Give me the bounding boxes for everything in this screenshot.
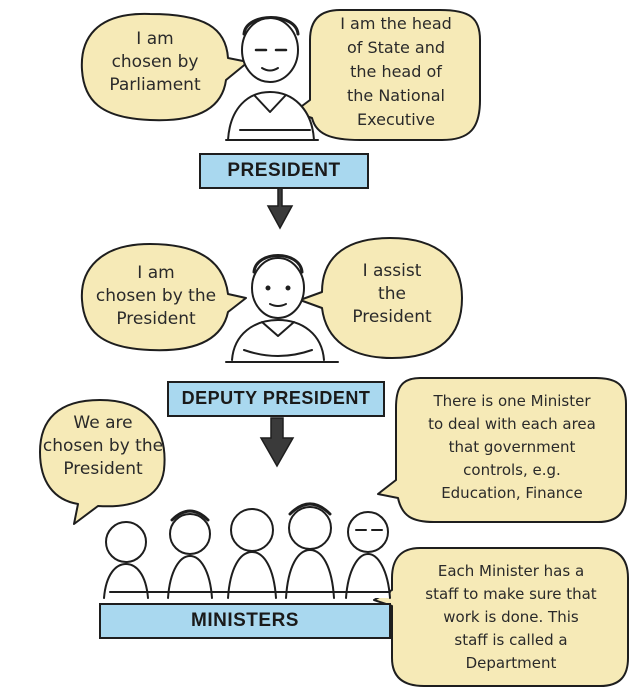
arrow-president-to-deputy [266,187,294,230]
bubble-president-right-text: I am the head of State and the head of t… [312,12,480,132]
ministers-label: MINISTERS [191,610,299,631]
bubble-ministers-right-bottom-text: Each Minister has a staff to make sure t… [394,560,628,675]
deputy-president-label: DEPUTY PRESIDENT [181,388,371,408]
bubble-ministers-left [39,399,166,525]
bubble-line: the head of [350,62,442,81]
bubble-line: President [116,309,196,329]
bubble-line: Each Minister has a [437,562,585,580]
bubble-deputy-left [80,243,247,352]
bubble-line: We are [73,413,133,433]
bubble-ministers-right-top-text: There is one Minister to deal with each … [398,390,626,505]
bubble-line: to deal with each area [428,415,596,433]
bubble-president-left [80,12,249,122]
bubble-deputy-right-text: I assist the President [330,260,454,329]
deputy-president-figure [225,254,339,363]
ministers-label-box [99,603,391,639]
bubble-line: chosen by [111,52,199,72]
bubble-line: the National [346,86,445,105]
bubble-line: controls, e.g. [463,461,561,479]
bubble-line: the [378,284,406,304]
bubble-line: Parliament [109,75,201,95]
arrows [259,187,295,468]
president-label-box [199,153,369,189]
bubble-line: Executive [357,110,435,129]
bubble-line: of State and [346,38,446,57]
bubble-line: I am [136,29,174,49]
bubble-line: staff to make sure that [425,585,597,603]
bubble-line: I am the head [340,14,452,33]
bubble-line: President [352,307,432,327]
president-label: PRESIDENT [227,160,341,181]
bubble-line: I am [137,263,175,283]
bubble-line: chosen by the [95,286,217,306]
bubble-line: Education, Finance [441,484,583,502]
president-figure [225,16,319,141]
bubble-line: There is one Minister [433,392,591,410]
bubble-ministers-left-text: We are chosen by the President [42,412,164,481]
deputy-president-label-box [167,381,385,417]
bubble-president-right [293,9,481,141]
bubble-line: I assist [362,261,422,281]
bubble-line: staff is called a [454,631,568,649]
bubble-president-left-text: I am chosen by Parliament [90,28,220,97]
bubble-ministers-right-bottom [373,547,629,687]
bubble-line: work is done. This [443,608,579,626]
bubble-line: Department [465,654,557,672]
ministers-figures [103,502,391,599]
bubble-ministers-right-top [377,377,627,523]
bubble-deputy-right [299,237,463,359]
arrow-deputy-to-ministers [259,417,295,468]
bubble-deputy-left-text: I am chosen by the President [84,262,228,331]
bubble-line: that government [448,438,576,456]
bubble-line: chosen by the [42,436,164,456]
bubble-line: President [63,459,143,479]
